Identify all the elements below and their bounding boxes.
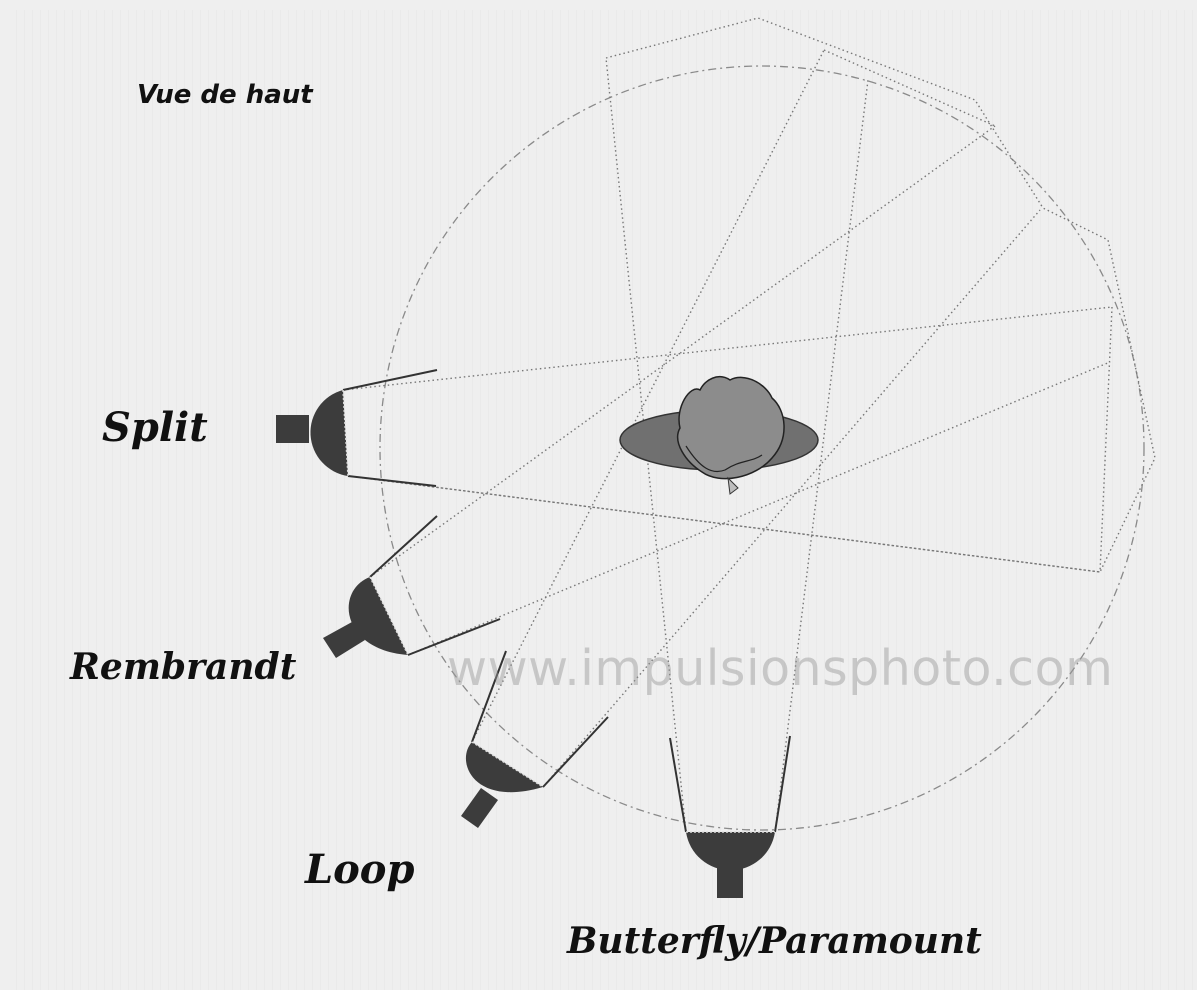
split-beam-end	[1099, 306, 1113, 573]
loop-beam-lower	[542, 209, 1041, 788]
loop-beam-upper	[471, 49, 825, 743]
barn-door	[471, 650, 507, 743]
hair-line	[685, 445, 763, 473]
split-light	[276, 369, 438, 487]
light-front	[369, 576, 409, 656]
textured-background	[10, 10, 1197, 990]
loop-light	[461, 650, 609, 828]
barn-door	[542, 716, 609, 788]
barn-door	[342, 369, 438, 391]
butterfly-light	[669, 735, 791, 898]
light-modifier-icon	[465, 742, 543, 793]
light-stand-icon	[717, 868, 743, 898]
beam-lines	[342, 17, 1156, 833]
light-stand-icon	[323, 622, 365, 658]
barn-door	[407, 618, 501, 656]
butterfly-beam-left	[605, 57, 687, 833]
butterfly-beam-right	[774, 79, 869, 833]
label-rembrandt: Rembrandt	[70, 646, 297, 688]
light-distance-circle	[379, 65, 1145, 831]
subject-head-icon	[619, 376, 819, 495]
label-loop: Loop	[305, 846, 415, 893]
barn-door	[669, 737, 687, 833]
light-modifier-icon	[348, 577, 408, 655]
light-stand-icon	[461, 788, 498, 828]
light-stand-icon	[276, 415, 309, 443]
split-beam-upper	[342, 306, 1113, 391]
head	[677, 376, 785, 480]
label-butterfly-paramount: Butterfly/Paramount	[567, 920, 982, 962]
barn-door	[347, 475, 437, 487]
nose	[727, 476, 739, 495]
light-modifier-icon	[686, 832, 775, 871]
label-split: Split	[102, 404, 208, 451]
light-modifier-icon	[310, 390, 348, 476]
barn-door	[369, 515, 438, 578]
barn-door	[774, 735, 791, 833]
watermark-text: www.impulsionsphoto.com	[447, 640, 1114, 697]
view-title: Vue de haut	[137, 80, 313, 110]
rembrandt-light	[323, 515, 501, 658]
rembrandt-beam-lower	[407, 361, 1111, 656]
split-beam-lower	[347, 475, 1101, 573]
